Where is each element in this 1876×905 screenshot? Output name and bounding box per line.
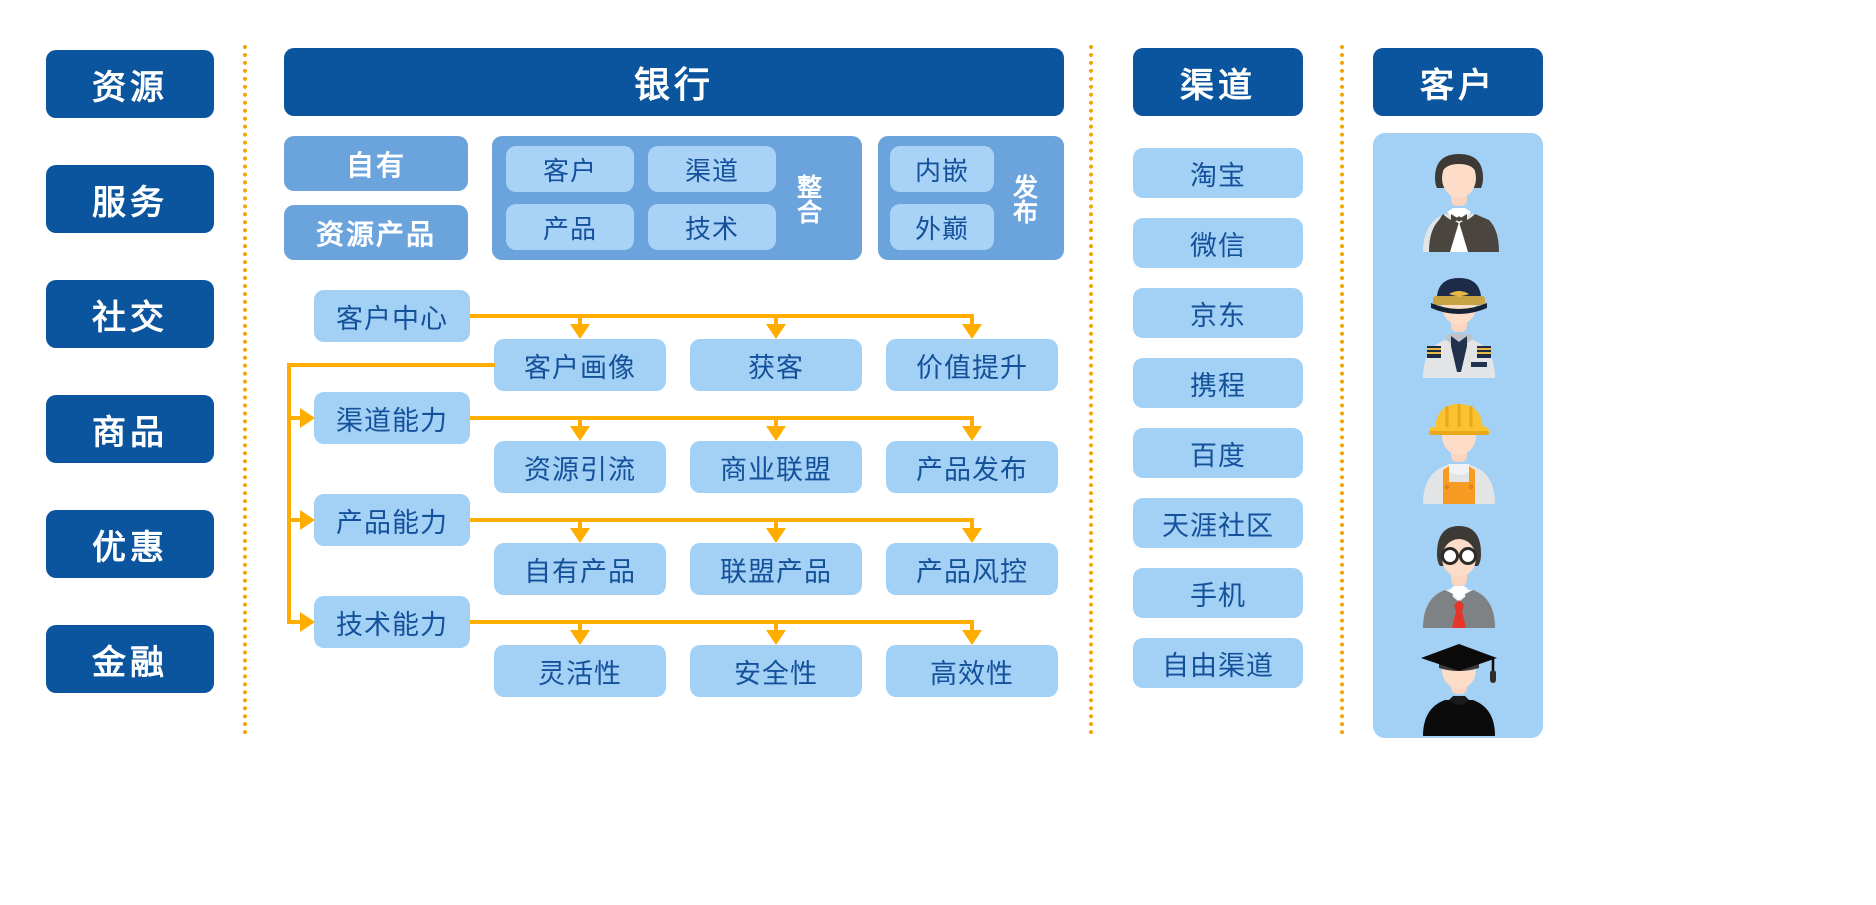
arrow-row1-c1 [570, 324, 590, 339]
publish-item-embedded[interactable]: 内嵌 [890, 146, 994, 192]
channel-item-baidu[interactable]: 百度 [1133, 428, 1303, 478]
arrow-trunk-row3 [300, 510, 315, 530]
divider-left [243, 45, 247, 735]
flow-node-security[interactable]: 安全性 [690, 645, 862, 697]
integration-item-product[interactable]: 产品 [506, 204, 634, 250]
sidebar-item-jinrong[interactable]: 金融 [46, 625, 214, 693]
arrow-trunk-row4 [300, 612, 315, 632]
sidebar-item-shangpin[interactable]: 商品 [46, 395, 214, 463]
connector-drop-row2-c2 [774, 416, 778, 428]
arrow-row3-c3 [962, 528, 982, 543]
connector-drop-row2-c3 [970, 416, 974, 428]
trunk-branch-row4 [287, 620, 305, 624]
arrow-trunk-row2 [300, 408, 315, 428]
arrow-row4-c3 [962, 630, 982, 645]
channel-item-taobao[interactable]: 淘宝 [1133, 148, 1303, 198]
flow-node-customer-profile[interactable]: 客户画像 [494, 339, 666, 391]
capability-customer-center[interactable]: 客户中心 [314, 290, 470, 342]
divider-middle [1089, 45, 1093, 735]
sidebar-item-shejiao[interactable]: 社交 [46, 280, 214, 348]
trunk-branch-row3 [287, 518, 305, 522]
sidebar-item-ziyuan[interactable]: 资源 [46, 50, 214, 118]
channel-item-free-channel[interactable]: 自由渠道 [1133, 638, 1303, 688]
arrow-row2-c2 [766, 426, 786, 441]
connector-drop-row4-c3 [970, 620, 974, 632]
arrow-row3-c1 [570, 528, 590, 543]
integration-side-label: 整合 [793, 174, 822, 224]
channel-item-wechat[interactable]: 微信 [1133, 218, 1303, 268]
flow-node-business-alliance[interactable]: 商业联盟 [690, 441, 862, 493]
channel-item-mobile[interactable]: 手机 [1133, 568, 1303, 618]
flow-node-product-publish[interactable]: 产品发布 [886, 441, 1058, 493]
customer-column-header: 客户 [1373, 48, 1543, 116]
connector-drop-row3-c1 [578, 518, 582, 530]
connector-drop-row1-c1 [578, 314, 582, 326]
trunk-top-segment [287, 363, 495, 367]
flow-node-efficiency[interactable]: 高效性 [886, 645, 1058, 697]
trunk-branch-row2 [287, 416, 305, 420]
businessman-avatar [1423, 526, 1495, 628]
arrow-row1-c2 [766, 324, 786, 339]
flow-node-product-risk-control[interactable]: 产品风控 [886, 543, 1058, 595]
trunk-vertical [287, 363, 291, 621]
capability-technology[interactable]: 技术能力 [314, 596, 470, 648]
arrow-row2-c3 [962, 426, 982, 441]
connector-drop-row4-c1 [578, 620, 582, 632]
capability-product[interactable]: 产品能力 [314, 494, 470, 546]
connector-bus-row3 [470, 518, 972, 522]
connector-bus-row4 [470, 620, 972, 624]
flow-node-alliance-product[interactable]: 联盟产品 [690, 543, 862, 595]
arrow-row4-c1 [570, 630, 590, 645]
publish-side-label: 发布 [1009, 174, 1038, 224]
sidebar-item-youhui[interactable]: 优惠 [46, 510, 214, 578]
integration-item-customer[interactable]: 客户 [506, 146, 634, 192]
waiter-avatar [1423, 154, 1499, 252]
construction-worker-avatar [1423, 404, 1495, 504]
channel-column-header: 渠道 [1133, 48, 1303, 116]
graduate-avatar [1421, 644, 1497, 736]
divider-right [1340, 45, 1344, 735]
flow-node-resource-traffic[interactable]: 资源引流 [494, 441, 666, 493]
arrow-row3-c2 [766, 528, 786, 543]
connector-drop-row3-c3 [970, 518, 974, 530]
sidebar-item-fuwu[interactable]: 服务 [46, 165, 214, 233]
arrow-row4-c2 [766, 630, 786, 645]
publish-item-external[interactable]: 外巅 [890, 204, 994, 250]
arrow-row2-c1 [570, 426, 590, 441]
channel-item-jd[interactable]: 京东 [1133, 288, 1303, 338]
flow-node-acquire-customer[interactable]: 获客 [690, 339, 862, 391]
flow-node-own-product[interactable]: 自有产品 [494, 543, 666, 595]
integration-item-technology[interactable]: 技术 [648, 204, 776, 250]
flow-node-flexibility[interactable]: 灵活性 [494, 645, 666, 697]
bank-own-box[interactable]: 自有 [284, 136, 468, 191]
connector-drop-row2-c1 [578, 416, 582, 428]
pilot-avatar [1423, 278, 1495, 378]
bank-own-products-box[interactable]: 资源产品 [284, 205, 468, 260]
bank-header: 银行 [284, 48, 1064, 116]
channel-item-tianya[interactable]: 天涯社区 [1133, 498, 1303, 548]
connector-bus-row1 [470, 314, 972, 318]
capability-channel[interactable]: 渠道能力 [314, 392, 470, 444]
arrow-row1-c3 [962, 324, 982, 339]
connector-drop-row1-c3 [970, 314, 974, 326]
integration-item-channel[interactable]: 渠道 [648, 146, 776, 192]
connector-drop-row3-c2 [774, 518, 778, 530]
channel-item-ctrip[interactable]: 携程 [1133, 358, 1303, 408]
connector-drop-row4-c2 [774, 620, 778, 632]
connector-drop-row1-c2 [774, 314, 778, 326]
flow-node-value-uplift[interactable]: 价值提升 [886, 339, 1058, 391]
connector-bus-row2 [470, 416, 972, 420]
